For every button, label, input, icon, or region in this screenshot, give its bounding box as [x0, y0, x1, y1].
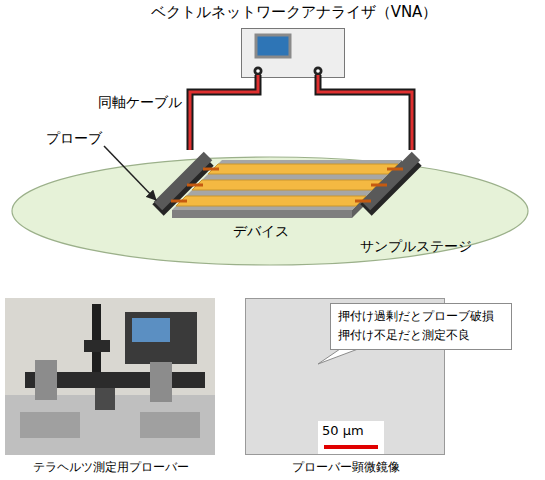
coax-core [190, 75, 258, 150]
sample-stage: サンプルステージ デバイス [10, 155, 530, 267]
scale-bar [324, 445, 378, 449]
sample-holder [95, 388, 115, 410]
optical-table [5, 395, 215, 455]
instrument [125, 312, 197, 364]
vna-screen [256, 35, 290, 57]
probe-shadow [158, 160, 208, 210]
probe-tip [355, 200, 371, 203]
callout-text: 押付け過剰だとプローブ破損 [338, 309, 494, 324]
vna-port [254, 67, 263, 76]
photo-caption: プローバー顕微鏡像 [246, 460, 446, 475]
probe-tip [203, 168, 219, 171]
device-base-top [172, 160, 402, 210]
microscope-body [92, 304, 101, 382]
positioner [140, 412, 200, 438]
vna-port [314, 67, 323, 76]
lab-photo [5, 298, 215, 455]
analyzer-box: ベクトルネットワークアナライザ（VNA） [241, 28, 345, 78]
probe-tip [371, 184, 387, 187]
node-label: サンプルステージ [360, 238, 472, 256]
photo-caption: テラヘルツ測定用プローバー [6, 460, 216, 475]
leader-line [104, 146, 156, 200]
coax-cable [318, 75, 412, 150]
scale-bar-box [318, 421, 384, 454]
photo-panel: テラヘルツ測定用プローバー [5, 298, 215, 455]
instrument-screen [132, 318, 170, 342]
positioner [20, 412, 80, 438]
callout-text: 押付け不足だと測定不良 [338, 328, 470, 343]
rail [25, 372, 205, 388]
electrode-strip [192, 180, 382, 190]
coax-core [318, 75, 412, 150]
electrode-strip [208, 164, 398, 174]
stage-ellipse [12, 157, 528, 265]
probe-bar [366, 156, 416, 206]
node-label: ベクトルネットワークアナライザ（VNA） [147, 3, 441, 22]
callout-bubble: 押付け過剰だとプローブ破損押付け不足だと測定不良 [330, 303, 512, 350]
callout-tail [318, 349, 358, 364]
microscope-head [84, 340, 110, 352]
device-base-front [172, 210, 352, 218]
node-label: デバイス [233, 223, 289, 241]
probe-tips [171, 169, 403, 201]
cable-label: 同軸ケーブル [98, 94, 182, 112]
probe-label: プローブ [46, 130, 102, 148]
probe-bar [158, 156, 208, 206]
stage-mount [35, 360, 57, 400]
stage-mount [150, 362, 172, 402]
device: デバイス [155, 138, 417, 242]
device-base-side [352, 160, 402, 218]
scale-label: 50 μm [322, 423, 364, 439]
vna-port-center [256, 69, 260, 73]
coax-cable [190, 75, 258, 150]
probe-tip [187, 184, 203, 187]
electrode-strip [176, 196, 366, 206]
probe-tip [171, 200, 187, 203]
probe-shadow [366, 160, 416, 210]
probe-tip [387, 168, 403, 171]
vna-port-center [316, 69, 320, 73]
